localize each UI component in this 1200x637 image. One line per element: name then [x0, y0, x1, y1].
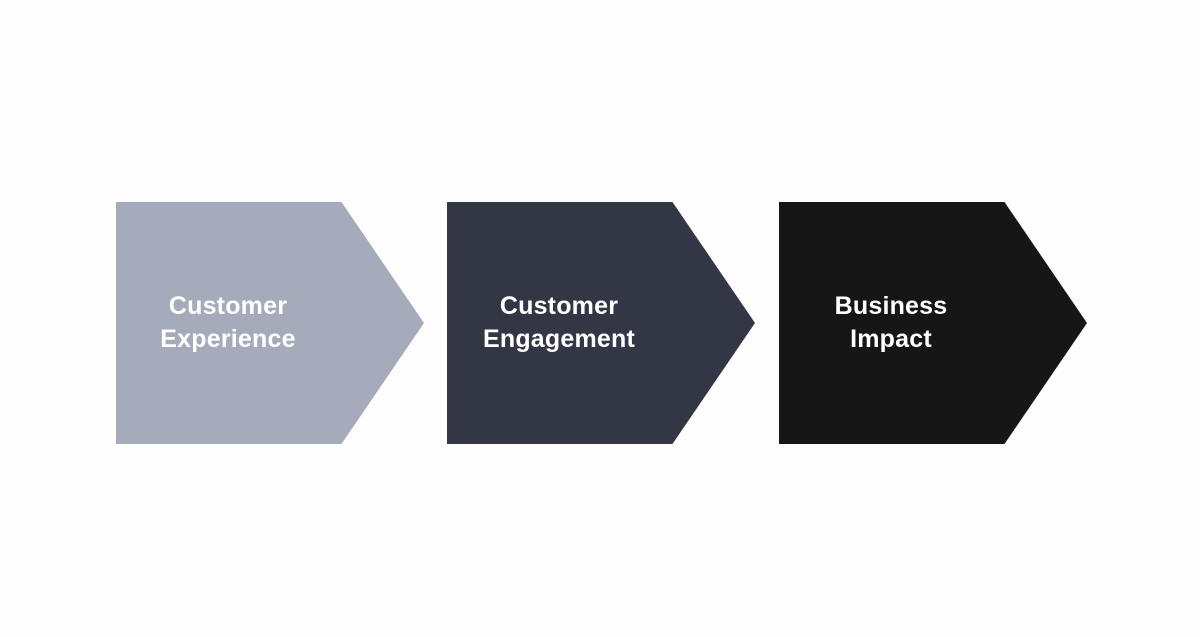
step-label: Customer Experience	[116, 202, 340, 444]
chevron-step-customer-engagement: Customer Engagement	[447, 202, 755, 444]
step-label-line2: Engagement	[482, 325, 636, 353]
step-label-line2: Experience	[160, 325, 296, 353]
chevron-step-business-impact: Business Impact	[779, 202, 1087, 444]
step-label-line1: Business	[834, 292, 948, 320]
step-label: Customer Engagement	[447, 202, 671, 444]
step-label: Business Impact	[779, 202, 1003, 444]
step-label-line1: Customer	[168, 292, 288, 320]
step-label-line2: Impact	[850, 325, 932, 353]
chevron-step-customer-experience: Customer Experience	[116, 202, 424, 444]
step-label-line1: Customer	[499, 292, 619, 320]
